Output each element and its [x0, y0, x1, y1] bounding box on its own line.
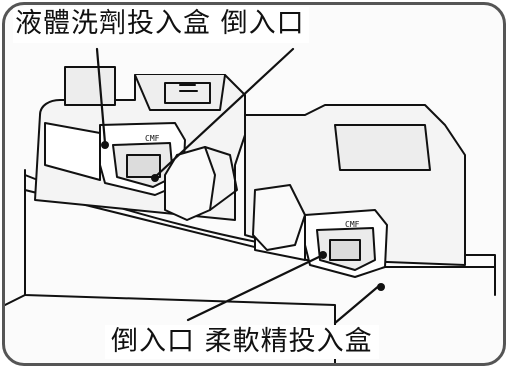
detergent-pour-dot: [151, 174, 159, 182]
drawer-illustration: CMF CMF: [5, 47, 496, 363]
softener-box-dot: [377, 283, 385, 291]
softener-pour-dot: [319, 251, 327, 259]
detergent-lid: [164, 146, 238, 221]
detergent-box-dot: [101, 141, 109, 149]
softener-box: [244, 104, 466, 266]
softener-pour-cup: CMF: [304, 209, 388, 278]
bottom-callout-label: 倒入口 柔軟精投入盒: [105, 325, 379, 359]
detergent-cup-marking: CMF: [145, 134, 160, 143]
figure-frame: CMF CMF: [2, 2, 506, 366]
softener-cup-marking: CMF: [345, 220, 360, 229]
leader-lines: [95, 47, 382, 325]
top-callout-label: 液體洗劑投入盒 倒入口: [13, 7, 309, 43]
